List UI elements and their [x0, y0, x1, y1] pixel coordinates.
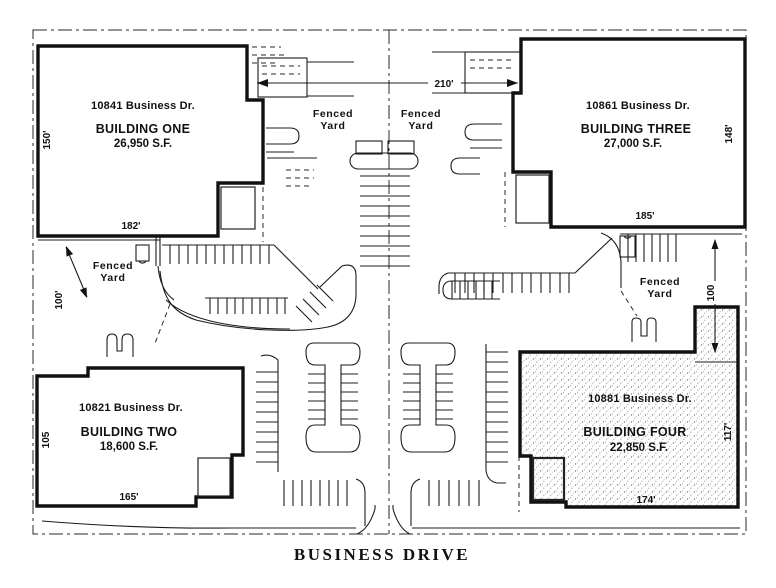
building-one-outline — [36, 44, 265, 238]
svg-text:Yard: Yard — [647, 288, 672, 300]
building-one-name: BUILDING ONE — [96, 122, 191, 136]
building-three-notch — [515, 174, 550, 224]
parking-linework — [38, 46, 742, 535]
building-one-depth: 150' — [42, 130, 53, 149]
building-two-area: 18,600 S.F. — [100, 441, 158, 453]
building-three-depth: 148' — [724, 124, 735, 143]
building-four-area: 22,850 S.F. — [610, 442, 668, 454]
building-one-address: 10841 Business Dr. — [91, 100, 195, 112]
building-four-name: BUILDING FOUR — [583, 425, 686, 439]
building-four-outline — [518, 305, 740, 509]
building-three-outline — [511, 37, 747, 229]
building-two-address: 10821 Business Dr. — [79, 402, 183, 414]
building-three-name: BUILDING THREE — [581, 122, 691, 136]
dimension-100-left: 100' — [54, 290, 65, 309]
building-three-address: 10861 Business Dr. — [586, 100, 690, 112]
building-three-frontage: 185' — [635, 211, 654, 222]
svg-text:Yard: Yard — [100, 272, 125, 284]
building-two-depth: 105 — [41, 431, 52, 448]
yard-dimension-left — [65, 246, 88, 298]
building-two-frontage: 165' — [119, 492, 138, 503]
street-name: BUSINESS DRIVE — [294, 545, 470, 564]
svg-text:Fenced: Fenced — [93, 260, 133, 272]
fenced-yard-label-top-left: Fenced Yard — [313, 108, 353, 132]
svg-text:Yard: Yard — [408, 120, 433, 132]
building-four-notch — [531, 456, 566, 502]
fenced-yard-label-mid-right: Fenced Yard — [640, 276, 680, 300]
building-three-area: 27,000 S.F. — [604, 138, 662, 150]
building-four-frontage: 174' — [636, 495, 655, 506]
building-two-notch — [197, 457, 231, 497]
dimension-100-right: 100 — [706, 284, 717, 301]
building-one-frontage: 182' — [121, 221, 140, 232]
dimension-210: 210' — [434, 79, 453, 90]
fenced-yard-label-top-right: Fenced Yard — [401, 108, 441, 132]
svg-text:Yard: Yard — [320, 120, 345, 132]
svg-text:Fenced: Fenced — [401, 108, 441, 120]
building-one-notch — [220, 186, 256, 230]
yard-dimension-right — [711, 239, 719, 353]
building-one-area: 26,950 S.F. — [114, 138, 172, 150]
building-four-depth: 117' — [723, 423, 734, 442]
svg-text:Fenced: Fenced — [640, 276, 680, 288]
fenced-yard-label-mid-left: Fenced Yard — [93, 260, 133, 284]
building-two-outline — [35, 366, 245, 508]
building-two-name: BUILDING TWO — [81, 425, 178, 439]
svg-text:Fenced: Fenced — [313, 108, 353, 120]
building-four-address: 10881 Business Dr. — [588, 393, 692, 405]
